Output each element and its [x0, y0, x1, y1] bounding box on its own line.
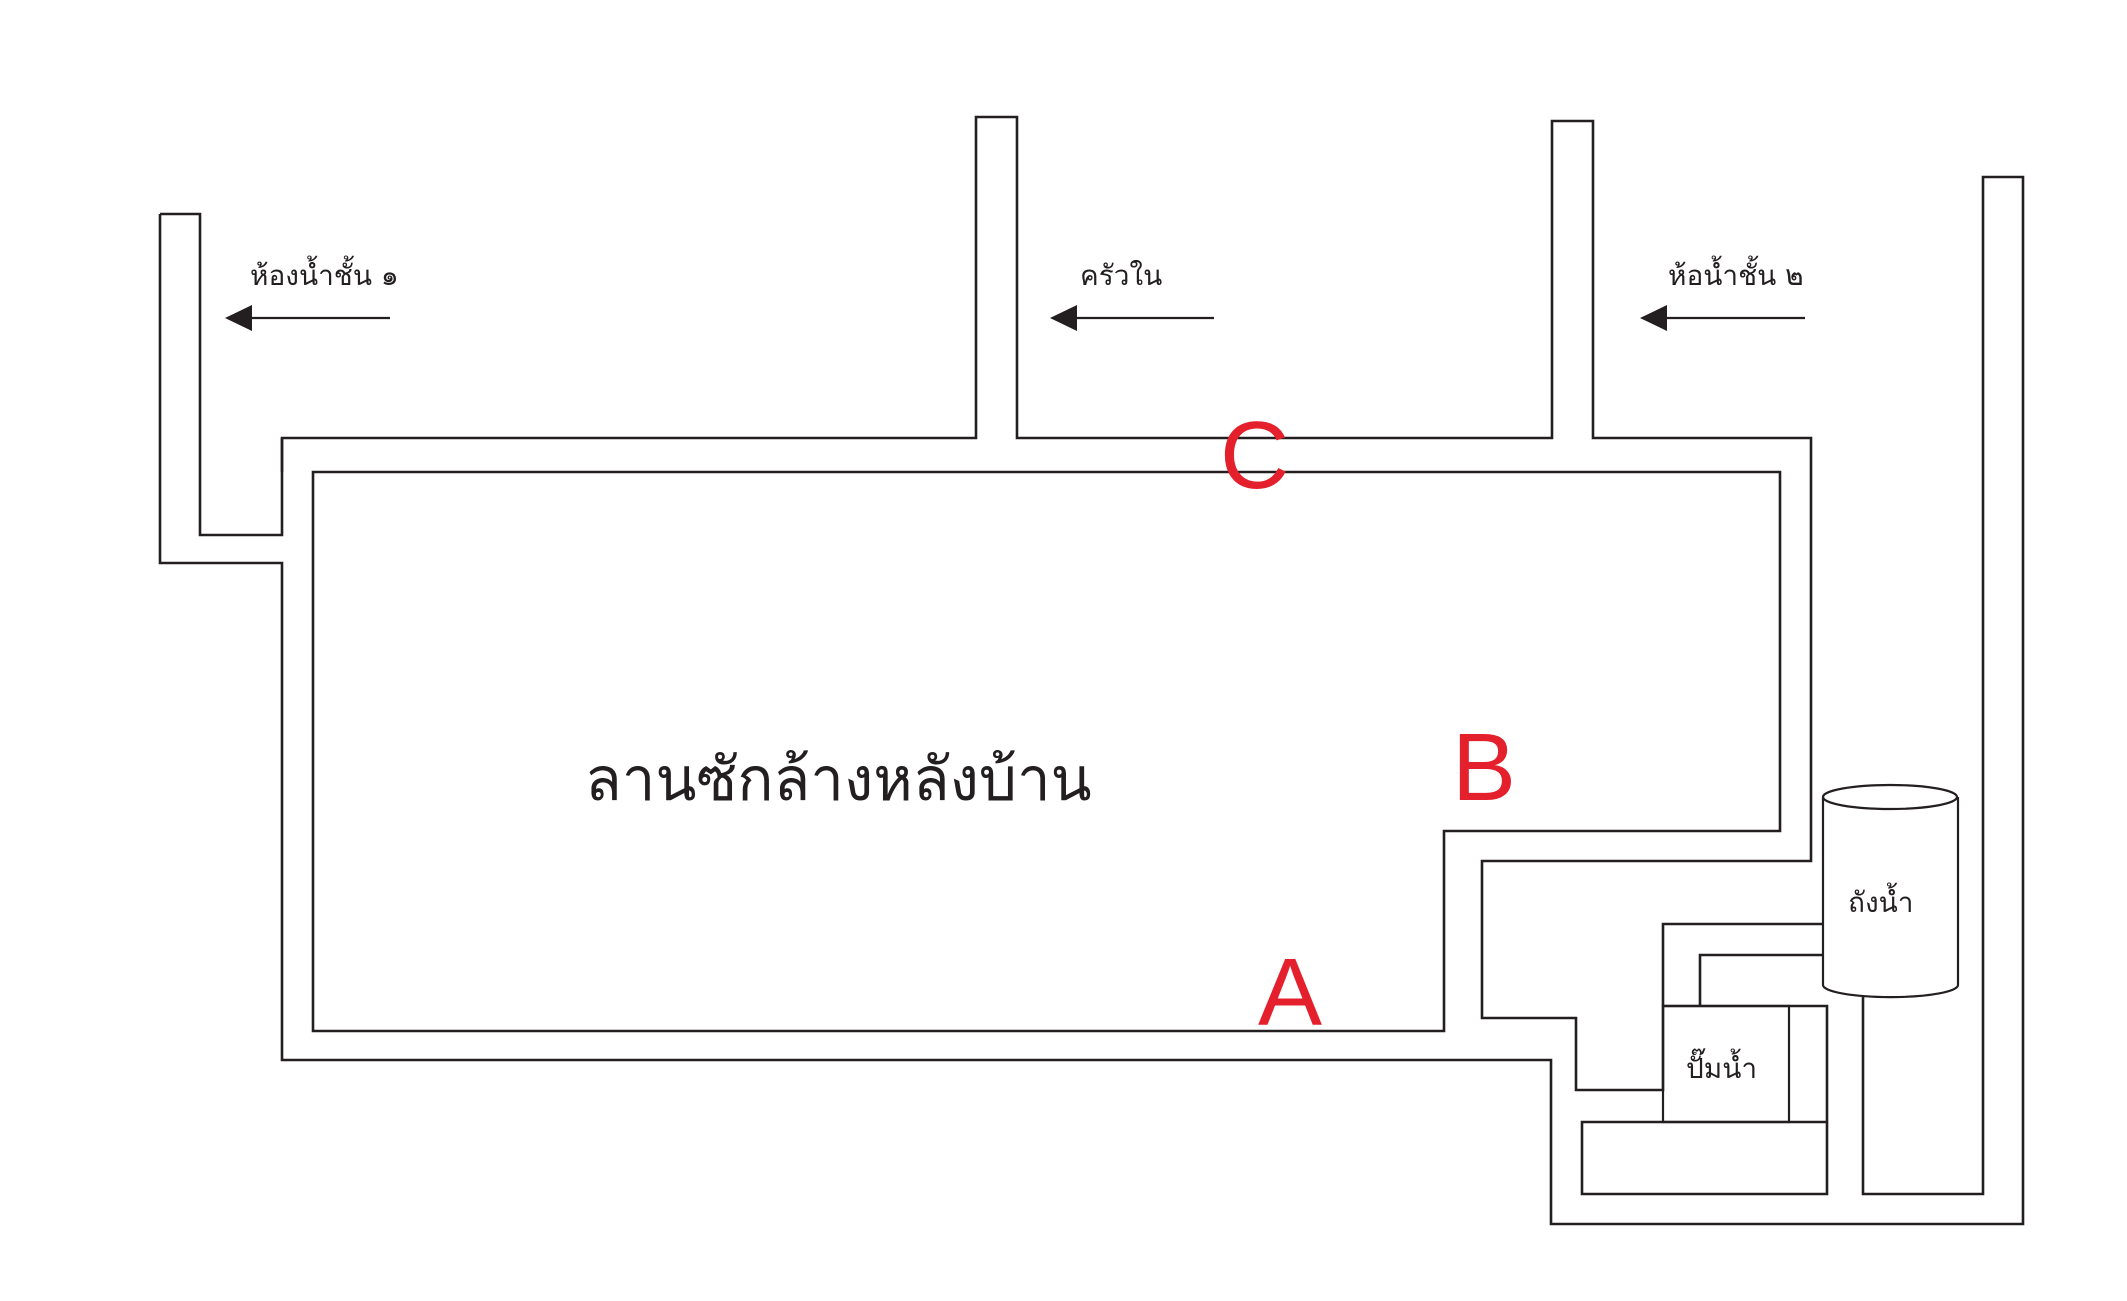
yard-inner-boundary — [311, 470, 1782, 1033]
label-bathroom-2: ห้อน้ำชั้น ๒ — [1668, 255, 1804, 292]
pipe-inner-wall — [158, 175, 2025, 1226]
point-b: B — [1452, 714, 1516, 821]
water-pump-box — [1661, 1004, 1791, 1124]
pipe-outer-wall — [160, 115, 1829, 1196]
label-water-tank: ถังน้ำ — [1848, 882, 1914, 919]
point-a: A — [1258, 939, 1322, 1046]
pump-tank-pipe-inner — [1698, 953, 1823, 1006]
label-washing-yard: ลานซักล้างหลังบ้าน — [585, 745, 1092, 815]
label-water-pump: ปั๊มน้ำ — [1686, 1048, 1757, 1085]
point-c: C — [1220, 402, 1289, 509]
label-bathroom-1: ห้องน้ำชั้น ๑ — [250, 255, 399, 292]
arrow-to-bathroom-1 — [225, 305, 390, 331]
arrow-to-bathroom-2 — [1640, 305, 1805, 331]
water-tank — [1821, 783, 1960, 999]
arrow-to-kitchen — [1050, 305, 1214, 331]
pump-tank-pipe-outer — [1661, 922, 1823, 1006]
label-kitchen: ครัวใน — [1080, 259, 1162, 292]
